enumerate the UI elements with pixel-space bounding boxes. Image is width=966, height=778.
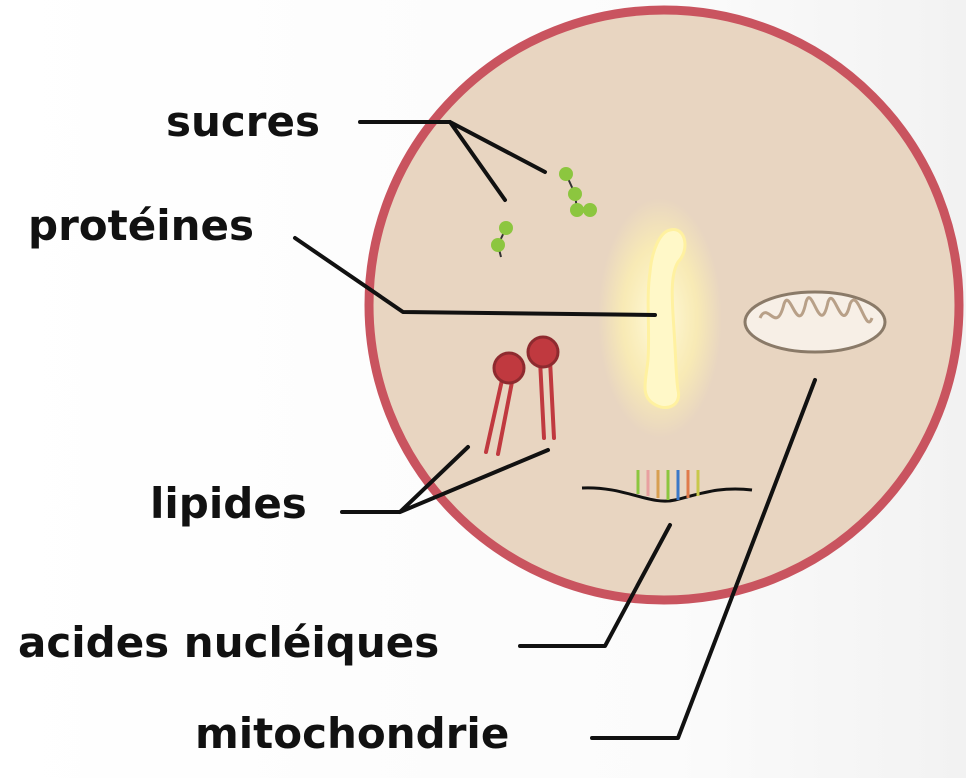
lipid-head-icon xyxy=(528,337,558,367)
label-sugars: sucres xyxy=(166,97,320,146)
label-lipids: lipides xyxy=(150,479,307,528)
mitochondria-icon xyxy=(745,292,885,352)
label-proteins: protéines xyxy=(28,201,254,250)
label-nucleic-acids: acides nucléiques xyxy=(18,618,439,667)
protein-icon xyxy=(598,198,722,438)
lipid-head-icon xyxy=(494,353,524,383)
label-mitochondria: mitochondrie xyxy=(195,709,509,758)
